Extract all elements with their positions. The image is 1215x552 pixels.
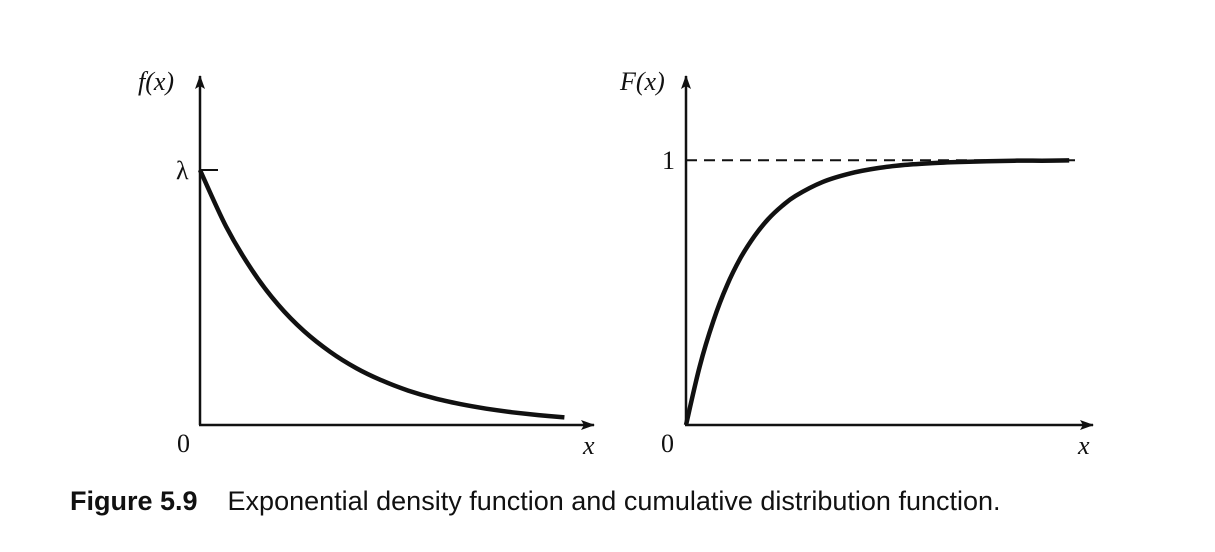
cdf-y-tick-label: 1 xyxy=(662,146,675,175)
cdf-x-origin-label: 0 xyxy=(661,429,674,458)
pdf-x-axis-label: x xyxy=(582,431,595,460)
pdf-y-axis-label: f(x) xyxy=(138,67,174,96)
figure-caption: Figure 5.9 Exponential density function a… xyxy=(70,486,1190,517)
cdf-y-axis-label: F(x) xyxy=(619,67,665,96)
density-chart: f(x) λ 0 x xyxy=(138,67,595,460)
figure-number: Figure 5.9 xyxy=(70,486,198,516)
caption-text: Exponential density function and cumulat… xyxy=(227,486,1001,516)
pdf-y-tick-label: λ xyxy=(176,156,189,185)
cdf-curve xyxy=(683,158,1070,426)
cdf-chart: F(x) 1 0 x xyxy=(619,67,1094,460)
pdf-x-origin-label: 0 xyxy=(177,429,190,458)
pdf-curve xyxy=(197,169,565,420)
cdf-x-axis-label: x xyxy=(1077,431,1090,460)
